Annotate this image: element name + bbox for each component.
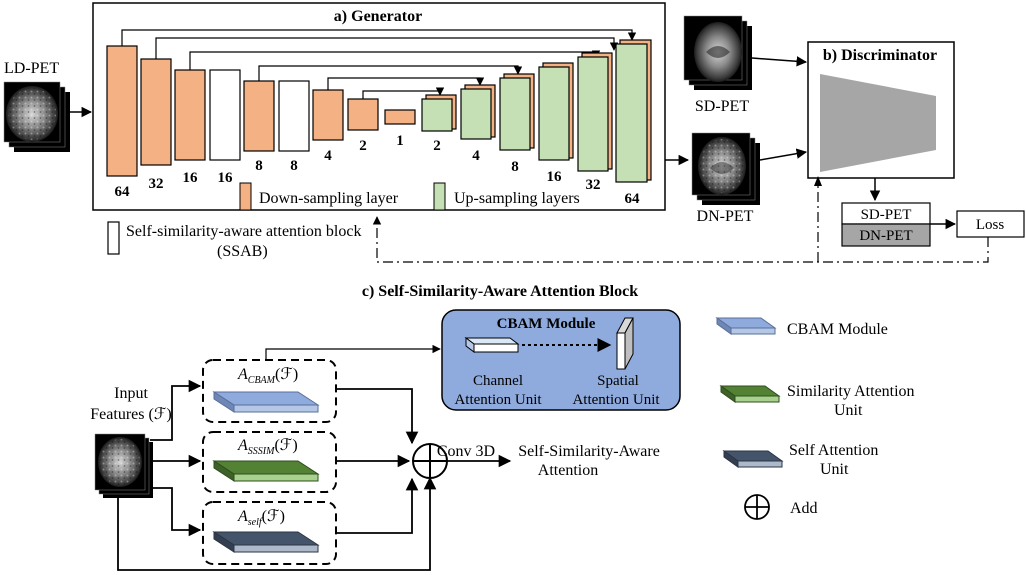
feedback-arrowhead-disc — [814, 176, 822, 186]
legend-similarity-icon — [719, 385, 781, 403]
ssab-input-line1: Input — [114, 385, 148, 402]
ld-pet-label: LD-PET — [4, 60, 59, 77]
ssab-input-line2: Features (ℱ) — [90, 406, 171, 423]
dnpet-to-disc-arrow — [759, 148, 808, 161]
size-labels: 64 32 16 16 8 8 4 2 1 2 4 8 16 32 64 — [115, 133, 641, 207]
cbam-slab — [212, 391, 320, 413]
legend-up-label: Up-sampling layers — [454, 190, 580, 207]
spatial-label-line2: Attention Unit — [572, 392, 660, 408]
ssab-input-image-stack — [94, 433, 153, 498]
legend-ssab-line1: Self-similarity-aware attention block — [126, 223, 361, 240]
channel-label-line2: Attention Unit — [454, 392, 542, 408]
size-label-enc-2: 2 — [359, 138, 367, 154]
a-self-label: Aself(ℱ) — [237, 508, 285, 528]
decoder-block-2 — [421, 94, 457, 132]
generator-panel: a) Generator — [92, 2, 666, 211]
discriminator-trapezoid — [820, 74, 936, 172]
ssab-input-arrows — [117, 379, 437, 571]
discriminator-frame — [807, 41, 955, 179]
legend-similarity-line1: Similarity Attention — [787, 383, 915, 400]
bottleneck-block-1 — [384, 109, 416, 125]
legend-up-swatch — [433, 182, 446, 211]
decoder-block-64 — [615, 39, 652, 183]
size-label-ssab-8: 8 — [290, 158, 298, 174]
spatial-attention-unit — [616, 317, 634, 370]
legend-self-icon — [722, 450, 784, 468]
ssab-output-line1: Self-Similarity-Aware — [518, 443, 660, 460]
a-cbam-label: ACBAM(ℱ) — [237, 366, 298, 386]
legend-cbam-label: CBAM Module — [787, 321, 888, 338]
size-label-enc-64: 64 — [115, 184, 131, 200]
loss-box — [956, 210, 1025, 238]
size-label-enc-8: 8 — [255, 158, 263, 174]
size-label-dec-16: 16 — [547, 169, 563, 185]
sdpet-to-disc-arrow — [751, 56, 808, 67]
dn-pet-image-stack — [691, 132, 760, 205]
legend-add-label: Add — [790, 500, 818, 517]
sd-pet-label: SD-PET — [695, 98, 749, 115]
size-label-dec-4: 4 — [472, 148, 480, 164]
legend-ssab-line2: (SSAB) — [217, 243, 268, 260]
block-to-add-arrows — [336, 388, 419, 534]
loss-feedback-lines — [372, 182, 989, 263]
spatial-label-line1: Spatial — [597, 373, 639, 389]
legend-ssab-swatch — [107, 221, 120, 255]
cbam-module-title: CBAM Module — [497, 316, 596, 332]
legend-add-icon — [744, 494, 770, 520]
encoder-block-8 — [243, 80, 275, 152]
disc-sd-label: SD-PET — [861, 207, 912, 223]
ssab-title: c) Self-Similarity-Aware Attention Block — [362, 283, 638, 300]
loss-label: Loss — [976, 217, 1005, 233]
encoder-block-2 — [347, 98, 379, 131]
discriminator-title: b) Discriminator — [823, 47, 937, 64]
a-sssim-dashed-box — [202, 431, 337, 493]
legend-cbam-icon — [715, 317, 777, 335]
size-label-dec-32: 32 — [586, 177, 601, 193]
decoder-block-32 — [577, 52, 613, 172]
discriminator-panel: b) Discriminator — [807, 41, 955, 179]
size-label-dec-2: 2 — [433, 138, 441, 154]
generator-title: a) Generator — [334, 8, 422, 25]
size-label-enc-4: 4 — [324, 148, 332, 164]
self-slab — [212, 531, 320, 553]
cbam-connection-arrow — [265, 344, 441, 360]
ssab-block-16 — [209, 69, 241, 161]
encoder-block-32 — [140, 58, 172, 166]
decoder-block-8 — [499, 73, 535, 151]
encoder-block-64 — [106, 45, 138, 177]
size-label-dec-8: 8 — [511, 159, 519, 175]
size-label-bottleneck-1: 1 — [396, 133, 404, 149]
a-sssim-label: ASSSIM(ℱ) — [237, 437, 298, 457]
cbam-module-box: CBAM Module Channel Attention Unit Spati… — [441, 309, 681, 411]
legend-similarity-line2: Unit — [834, 402, 863, 419]
channel-attention-unit — [464, 337, 520, 353]
disc-dn-box — [841, 223, 931, 247]
channel-label-line1: Channel — [473, 373, 523, 389]
ssab-block-8 — [278, 80, 310, 152]
legend-down-label: Down-sampling layer — [259, 190, 399, 207]
disc-dn-label: DN-PET — [859, 228, 912, 244]
size-label-ssab-16: 16 — [218, 170, 234, 186]
legend-self-line1: Self Attention — [789, 442, 878, 459]
size-label-enc-16: 16 — [183, 170, 199, 186]
size-label-dec-64: 64 — [625, 191, 641, 207]
decoder-block-16 — [538, 62, 574, 161]
sd-pet-image-stack — [683, 15, 752, 90]
encoder-block-4 — [312, 89, 344, 141]
conv3d-label: Conv 3D — [437, 443, 495, 460]
encoder-block-16 — [174, 69, 206, 161]
generator-frame — [92, 2, 666, 211]
ssab-output-line2: Attention — [538, 462, 598, 479]
ld-pet-image-stack — [3, 81, 70, 152]
dn-pet-label: DN-PET — [697, 208, 754, 225]
legend-down-swatch — [239, 182, 252, 211]
sssim-slab — [212, 460, 320, 482]
a-cbam-dashed-box — [202, 359, 337, 423]
legend-self-line2: Unit — [820, 461, 849, 478]
decoder-block-4 — [460, 84, 496, 140]
size-label-enc-32: 32 — [149, 176, 164, 192]
